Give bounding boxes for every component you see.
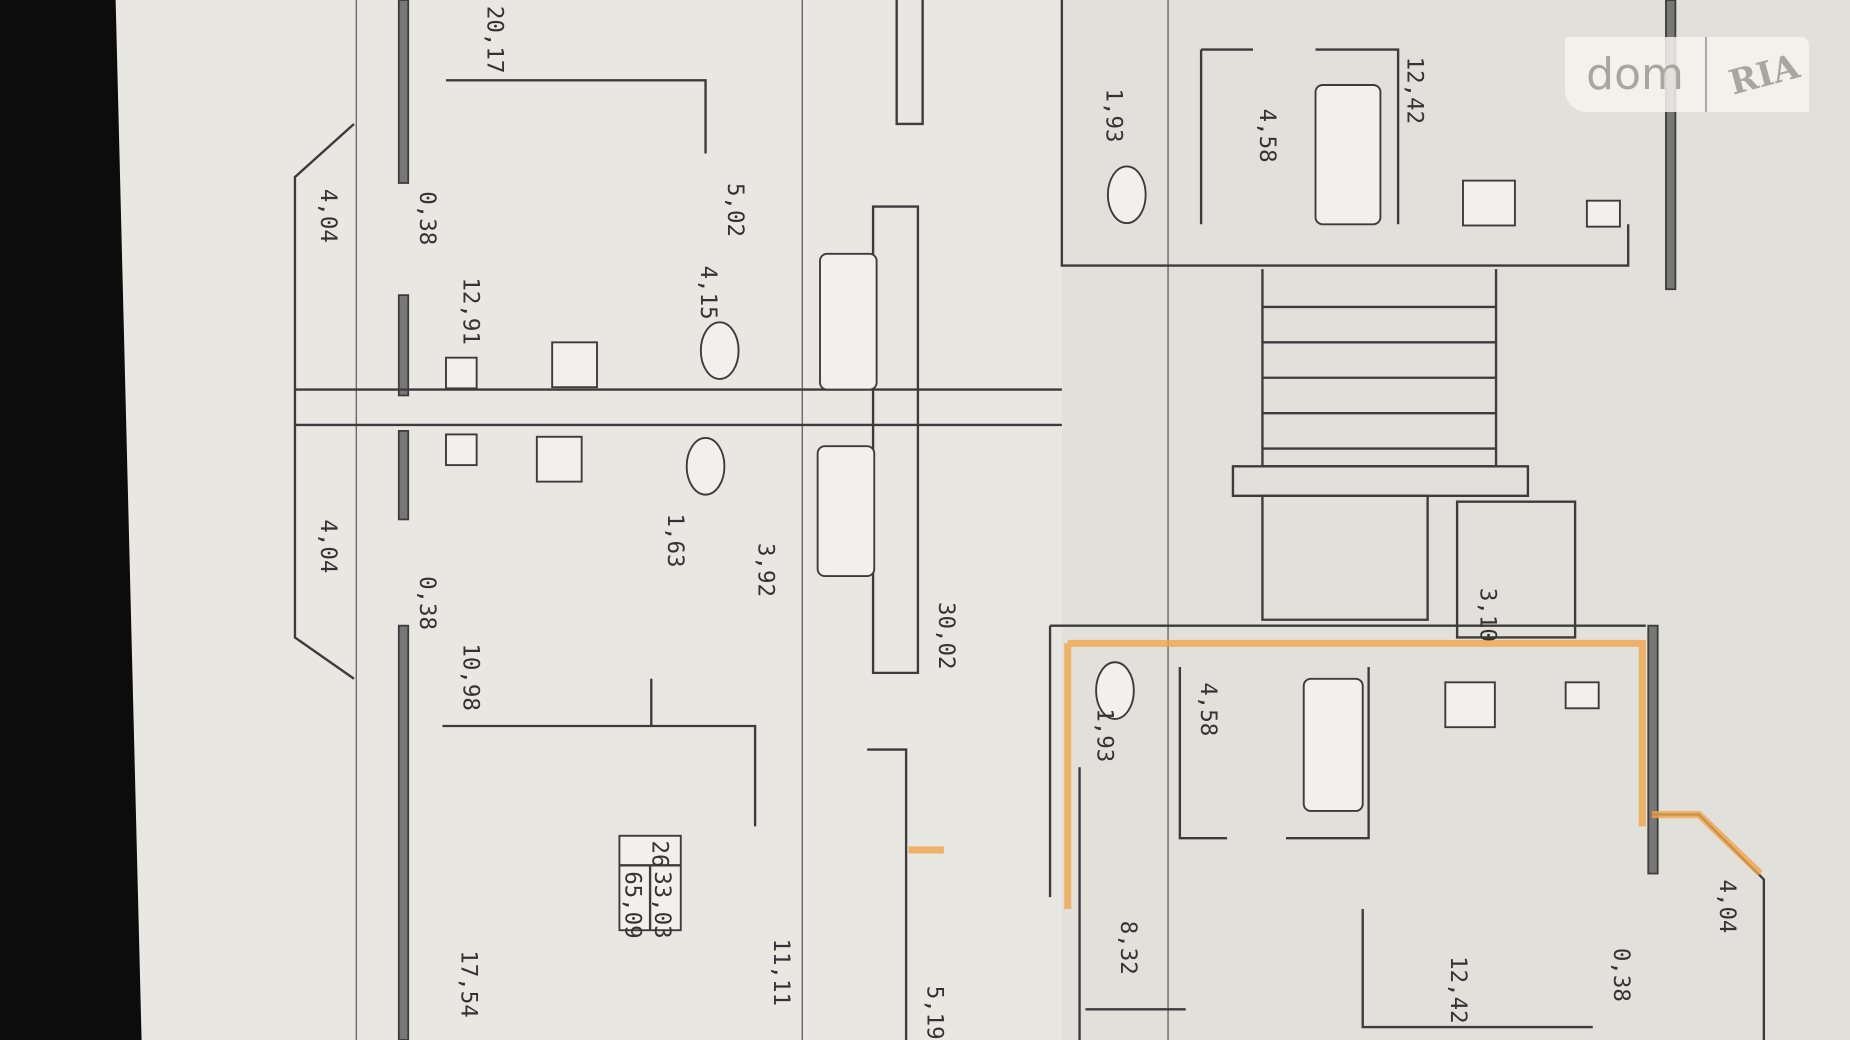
- dimension-label: 12,42: [1445, 956, 1471, 1023]
- dimension-label: 3,10: [1475, 588, 1501, 642]
- plan-lines: [293, 0, 1766, 1040]
- dimension-label: 4,58: [1254, 109, 1280, 163]
- watermark-ria: RIA: [1725, 46, 1804, 103]
- watermark-logo: dom RIA: [1565, 37, 1809, 112]
- dimension-label: 1,93: [1091, 708, 1117, 762]
- dimension-label: 3,92: [753, 543, 779, 597]
- dimension-label: 8,32: [1115, 921, 1141, 975]
- watermark-divider: [1705, 37, 1707, 112]
- watermark-dom: dom: [1586, 49, 1684, 100]
- dimension-label: 11,11: [768, 938, 794, 1005]
- dimension-label: 0,38: [1608, 948, 1634, 1002]
- dimension-label: 4,04: [1714, 879, 1740, 933]
- dimension-label: 5,19: [921, 986, 947, 1040]
- dimension-label: 1,93: [1101, 89, 1127, 143]
- dimension-label: 4,04: [315, 519, 341, 573]
- dimension-label: 0,38: [414, 191, 440, 245]
- dimension-label: 17,54: [455, 950, 481, 1017]
- dimension-label: 30,02: [933, 602, 959, 669]
- dimension-label: 12,42: [1402, 57, 1428, 124]
- dimension-label: 4,15: [695, 266, 721, 320]
- dimension-label: 4,04: [315, 189, 341, 243]
- dimension-label: 0,38: [414, 576, 440, 630]
- dimension-label: 10,98: [458, 643, 484, 710]
- dimension-label: 1,63: [662, 514, 688, 568]
- apartment-total-area: 65,09: [619, 871, 645, 938]
- dimension-label: 5,02: [722, 183, 748, 237]
- dimension-label: 4,58: [1195, 682, 1221, 736]
- dimension-label: 20,17: [481, 6, 507, 73]
- apartment-living-area: 33,03: [649, 871, 675, 938]
- dimension-label: 12,91: [458, 277, 484, 344]
- apartment-number: 26: [646, 840, 672, 867]
